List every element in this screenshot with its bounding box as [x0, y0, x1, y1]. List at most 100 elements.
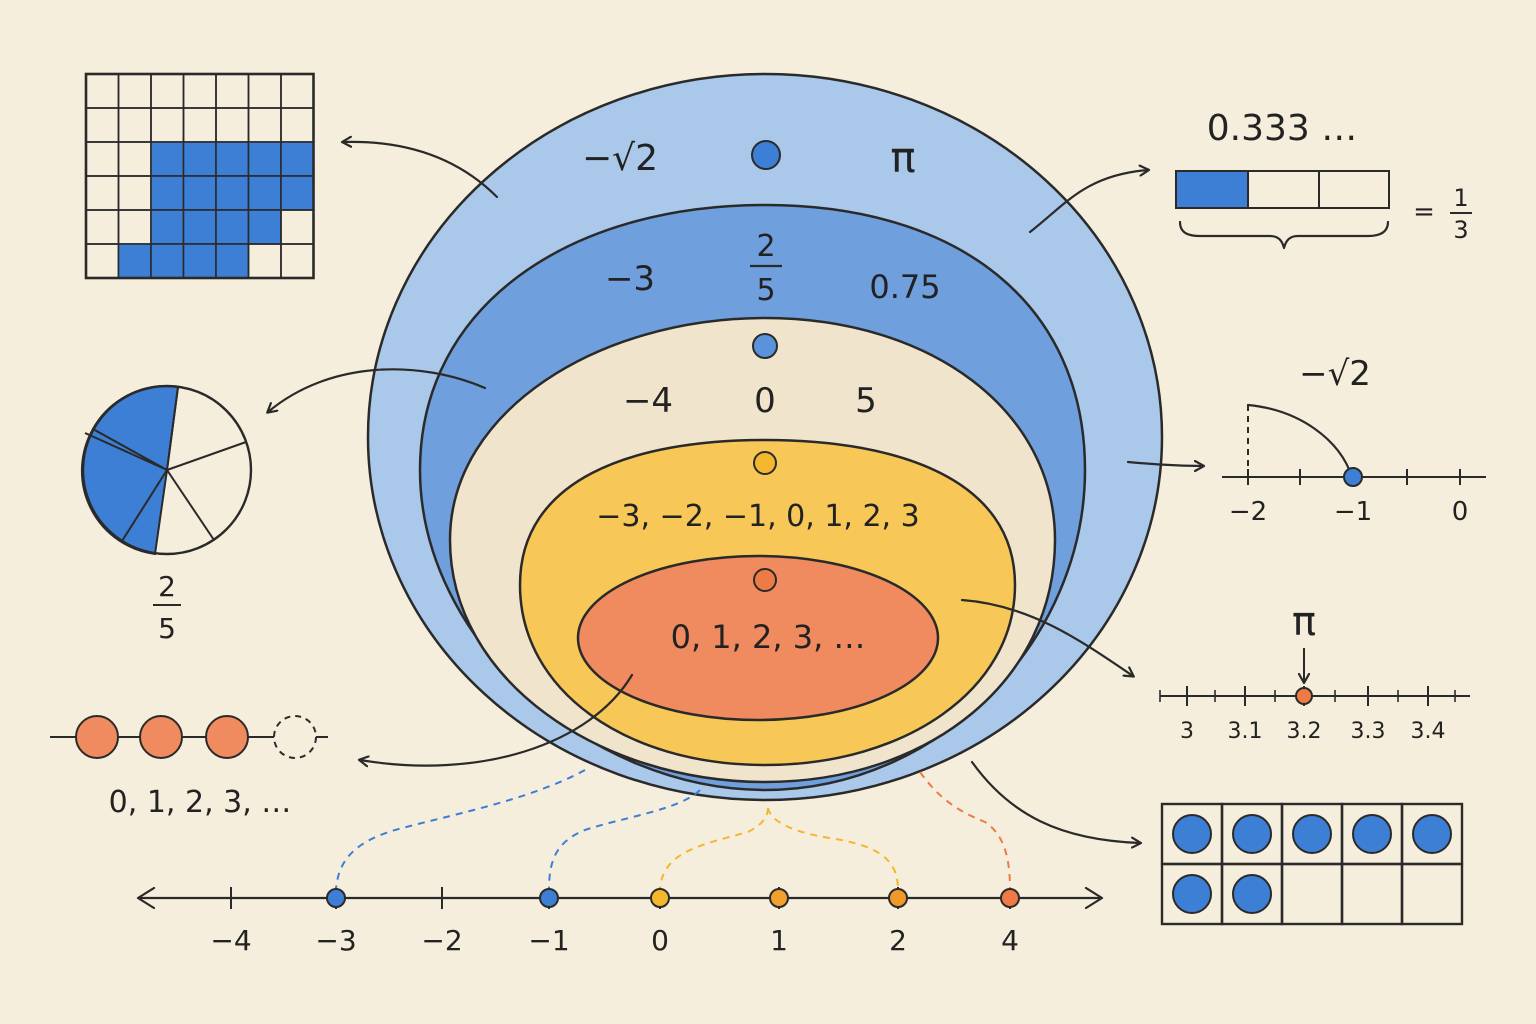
arrow-to-counting [360, 673, 634, 766]
grid-cell [247, 175, 282, 211]
dashed-link-whole [659, 807, 899, 891]
main-tick-label: 1 [770, 924, 788, 957]
main-axis-left-arrow [136, 886, 156, 910]
pi-tick-label: 3.3 [1351, 719, 1386, 744]
grid-cell [182, 243, 217, 279]
grid-cell [85, 209, 120, 245]
ten-frame-counter [1172, 874, 1212, 914]
grid-cell [117, 243, 152, 279]
decimal-fraction-den: 3 [1453, 216, 1468, 244]
main-tick-label: 2 [889, 924, 907, 957]
grid-cell [85, 107, 120, 143]
ten-frame-counter [1232, 874, 1272, 914]
grid-cell [150, 243, 185, 279]
grid-cell [215, 141, 250, 177]
grid-cell [117, 209, 152, 245]
main-point-minus1 [539, 888, 559, 908]
pi-point [1295, 687, 1313, 705]
main-tick-label: −4 [210, 924, 251, 957]
dashed-link-minus3 [335, 769, 586, 891]
grid-cell [85, 141, 120, 177]
grid-cell [215, 175, 250, 211]
grid-cell [215, 73, 250, 109]
natural-set-dot [753, 568, 777, 592]
grid-cell [215, 209, 250, 245]
pie-chart [80, 384, 253, 556]
ten-frame-cell [1400, 862, 1464, 926]
integer-left-label: −4 [623, 381, 673, 421]
bead-2 [139, 715, 183, 759]
dashed-link-minus1 [548, 789, 701, 891]
ten-frame-counter [1292, 814, 1332, 854]
bead-empty [273, 715, 317, 759]
pi-tick-label: 3.4 [1411, 719, 1446, 744]
ten-frame-cell [1340, 862, 1404, 926]
grid-cell [117, 107, 152, 143]
third-bar-empty-2 [1318, 170, 1390, 209]
grid-cell [247, 107, 282, 143]
sqrt-tick-label: 0 [1452, 497, 1469, 527]
integer-right-label: 5 [855, 381, 877, 421]
natural-numbers-set [576, 554, 940, 722]
arrow-to-decimal [1028, 170, 1148, 234]
arrow-to-grid [343, 142, 499, 199]
grid-cell [280, 141, 315, 177]
grid-cell [117, 73, 152, 109]
main-axis-right-arrow [1084, 886, 1104, 910]
real-set-dot [751, 140, 781, 170]
grid-cell [150, 107, 185, 143]
hundred-grid [84, 72, 315, 280]
integer-center-label: 0 [754, 381, 776, 421]
grid-cell [280, 209, 315, 245]
pie-divider-2 [166, 441, 247, 471]
decimal-equals: = [1413, 197, 1435, 227]
grid-cell [247, 209, 282, 245]
ten-frame-counter [1412, 814, 1452, 854]
third-bar-brace [1178, 220, 1390, 250]
rational-left-label: −3 [605, 259, 655, 299]
arrow-to-pie [268, 368, 487, 412]
main-point-4 [1000, 888, 1020, 908]
nested-sets [366, 72, 1164, 802]
pie-divider-1 [166, 386, 179, 471]
arrow-to-ten-frame [970, 760, 1140, 843]
pi-tick-label: 3.1 [1228, 719, 1263, 744]
main-tick-label: −2 [421, 924, 462, 957]
grid-cell [182, 73, 217, 109]
rational-right-label: 0.75 [869, 268, 940, 306]
third-bar-filled [1175, 170, 1249, 209]
grid-cell [117, 141, 152, 177]
real-left-label: −√2 [582, 138, 658, 179]
pi-tick-label: 3 [1180, 719, 1194, 744]
grid-cell [150, 73, 185, 109]
grid-cell [247, 243, 282, 279]
bead-3 [205, 715, 249, 759]
main-point-minus3 [326, 888, 346, 908]
grid-cell [182, 141, 217, 177]
ten-frame [1160, 802, 1464, 926]
whole-list-label: −3, −2, −1, 0, 1, 2, 3 [596, 499, 919, 534]
third-bar [1175, 170, 1390, 250]
real-right-label: π [890, 133, 915, 182]
pi-line-label: π [1292, 599, 1316, 645]
main-point-0 [650, 888, 670, 908]
grid-cell [247, 73, 282, 109]
grid-cell [280, 73, 315, 109]
grid-cell [150, 209, 185, 245]
grid-cell [150, 175, 185, 211]
grid-cell [182, 107, 217, 143]
ten-frame-counter [1172, 814, 1212, 854]
sqrt-tick-label: −1 [1334, 497, 1372, 527]
pie-outline [81, 384, 253, 556]
grid-cell [85, 243, 120, 279]
grid-cell [182, 175, 217, 211]
pie-divider-3 [166, 469, 215, 541]
ten-frame-cell [1280, 862, 1344, 926]
dashed-link-four [919, 771, 1011, 891]
main-tick-label: −3 [315, 924, 356, 957]
main-tick-label: −1 [528, 924, 569, 957]
